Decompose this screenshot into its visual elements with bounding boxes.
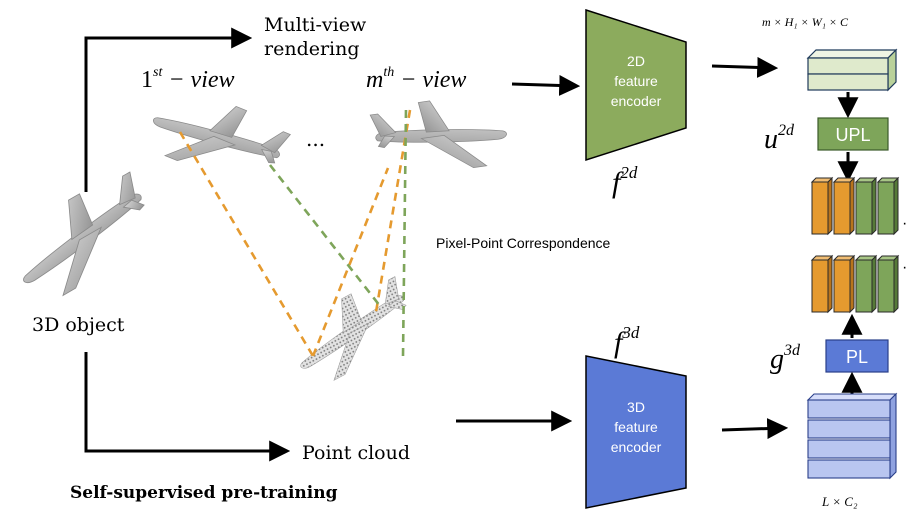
pl-label: PL [846,347,868,367]
views-to-encoder-arrow [511,74,581,96]
upl-box [817,117,889,151]
encoder-2d-shape [585,8,687,162]
plane-3d-object-image [0,165,168,310]
plane-point-cloud-image [281,271,425,392]
encoder-2d-output-arrow [711,56,779,78]
upl-label: UPL [835,125,870,145]
multi-view-label-line1: Multi-view [264,14,367,36]
first-view-label: 1st − view [141,65,235,93]
encoder-2d-line3: encoder [611,93,662,109]
encoder-3d-line3: encoder [611,439,662,455]
pl-function: g3d [770,342,801,375]
cropped-mark-lower: · [902,259,907,276]
upl-function: u2d [764,122,795,155]
plane-mth-view-image [368,90,512,182]
multi-view-arrow [84,27,253,192]
multi-view-label-line2: rendering [264,38,360,60]
encoder-3d-output-arrow [721,418,789,440]
encoder-3d-function: f3d [614,323,640,359]
point-cloud-label: Point cloud [302,442,410,464]
combined-features-upper [810,176,900,236]
encoder-2d-function: f2d [612,163,638,199]
encoder-3d-shape [585,355,687,509]
feature-3d-dims: L × C₂ [821,494,858,509]
encoder-3d-line1: 3D [627,399,645,415]
views-ellipsis: ... [306,127,325,151]
encoder-2d-line1: 2D [627,53,645,69]
plane-first-view-image [142,79,293,197]
feature-2d-dims: m × H₁ × W₁ × C [762,15,849,29]
mth-view-label: mth − view [366,65,466,93]
correspondence-lines [178,107,412,357]
feature-3d-stack [806,392,898,480]
3d-object-label: 3D object [32,314,125,336]
encoder-3d-line2: feature [614,419,658,435]
feature-2d-stack [806,48,898,92]
point-cloud-arrow [84,352,291,462]
encoder-2d-line2: feature [614,73,658,89]
correspondence-label: Pixel-Point Correspondence [436,235,611,251]
combined-features-lower [810,254,900,314]
cropped-mark-upper: · [902,215,907,232]
pretraining-label: Self-supervised pre-training [70,483,338,503]
